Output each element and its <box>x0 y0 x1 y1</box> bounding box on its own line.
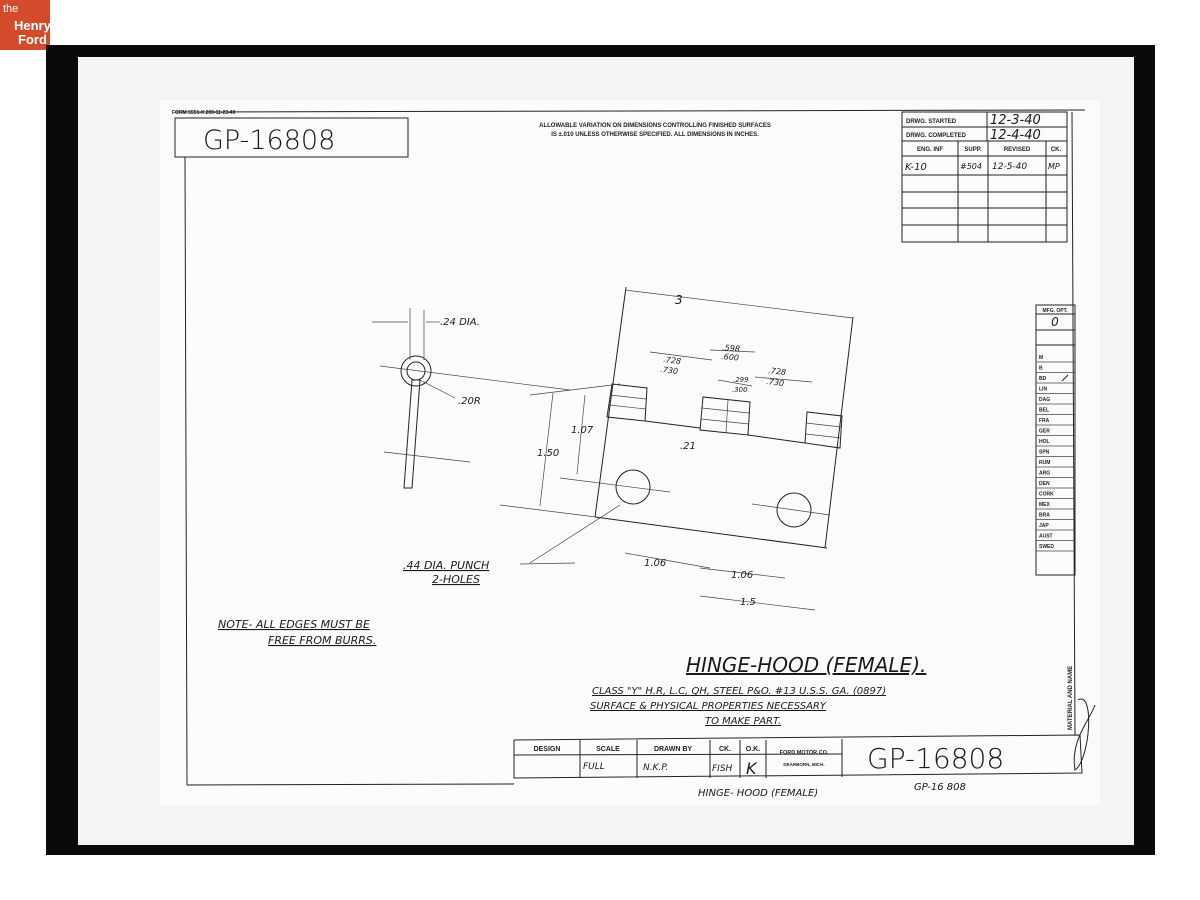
rev-header-ck: CK. <box>1051 147 1062 153</box>
logo-the: the <box>3 3 19 15</box>
logo-henry: Henry <box>14 18 51 33</box>
hole-note-1: .44 DIA. PUNCH <box>403 559 489 572</box>
henry-ford-logo: the Henry Ford <box>0 0 51 50</box>
sheet-background <box>160 100 1100 805</box>
rev-supp: #504 <box>960 162 982 171</box>
dim-radius: .20R <box>458 396 481 407</box>
tb-header-drawn-by: DRAWN BY <box>654 746 692 753</box>
mfg-option-aust: AUST <box>1039 534 1053 540</box>
check-mark-icon <box>1061 374 1069 382</box>
hole-note-2: 2-HOLES <box>432 573 480 586</box>
mfg-option-dag: DAG <box>1039 397 1050 403</box>
dim-right-gap-a: .728 <box>768 366 787 377</box>
dim-center-a: .598 <box>722 343 741 354</box>
title-block <box>513 734 1083 779</box>
mfg-opt-header: MFG. OPT. <box>1043 308 1069 314</box>
tb-header-ck: CK. <box>719 746 731 753</box>
hinge-plate-view <box>499 286 854 611</box>
mfg-option-bel: BEL <box>1039 408 1049 414</box>
drwg-started-label: DRWG. STARTED <box>906 119 957 125</box>
material-line2: SURFACE & PHYSICAL PROPERTIES NECESSARY <box>590 701 827 712</box>
revision-table <box>901 111 1068 243</box>
tb-header-design: DESIGN <box>534 746 561 753</box>
signature <box>1073 698 1096 771</box>
dim-height-1: 1.07 <box>571 425 594 436</box>
dim-notch: .21 <box>680 441 696 452</box>
material-line3: TO MAKE PART. <box>705 716 781 727</box>
material-line1: CLASS "Y" H.R, L.C, QH, STEEL P&O. #13 U… <box>592 686 886 697</box>
tolerance-note-line2: IS ±.010 UNLESS OTHERWISE SPECIFIED. ALL… <box>551 132 759 138</box>
dim-height-2: 1.50 <box>537 448 559 459</box>
dim-offset: 1.5 <box>740 597 756 608</box>
drwg-started-value: 12-3-40 <box>990 113 1041 128</box>
rev-header-supp: SUPP. <box>964 147 982 153</box>
mfg-options-list: MB BD LIN DAG BEL FRA GER HOL SPN RUM ARG DEN CORK ME… <box>1036 355 1075 552</box>
caption-number: GP-16 808 <box>914 782 966 793</box>
mfg-option-swed: SWED <box>1039 544 1054 550</box>
dim-pin-dia: .24 DIA. <box>440 317 480 328</box>
tb-header-ok: O.K. <box>746 746 760 753</box>
mfg-opt-value: 0 <box>1051 315 1059 329</box>
mfg-option-bd: BD <box>1039 376 1047 382</box>
logo-ford: Ford <box>18 32 47 47</box>
mfg-option-spn: SPN <box>1039 450 1050 456</box>
dim-hole-spacing-2: 1.06 <box>731 570 753 581</box>
note-line2: FREE FROM BURRS. <box>268 634 376 647</box>
tb-ok: K <box>746 759 758 778</box>
drwg-completed-value: 12-4-40 <box>990 128 1041 143</box>
dim-left-gap-b: .730 <box>660 365 679 376</box>
mfg-option-hol: HOL <box>1039 439 1050 445</box>
mfg-option-fra: FRA <box>1039 418 1050 424</box>
mfg-option-cork: CORK <box>1039 492 1054 498</box>
tb-drawing-number: GP-16808 <box>867 742 1004 775</box>
dim-right-gap-b: .730 <box>766 377 785 388</box>
mfg-option-den: DEN <box>1039 481 1050 487</box>
tb-scale: FULL <box>583 762 605 772</box>
rev-revised: 12-5-40 <box>992 162 1027 172</box>
dim-center-b: .600 <box>721 352 740 363</box>
dim-left-gap-a: .728 <box>663 355 682 366</box>
tb-city: DEARBORN, MICH. <box>783 762 824 767</box>
side-view <box>372 308 571 489</box>
tb-header-scale: SCALE <box>596 746 620 753</box>
mfg-option-jap: JAP <box>1039 523 1049 529</box>
mfg-options-table <box>1035 304 1076 576</box>
drwg-completed-label: DRWG. COMPLETED <box>906 133 967 139</box>
mfg-option-mex: MEX <box>1039 502 1051 508</box>
material-and-name-label: MATERIAL AND NAME <box>1068 666 1074 730</box>
mfg-option-b: B <box>1039 366 1043 372</box>
dim-overall-length: 3 <box>675 293 683 307</box>
caption-name: HINGE- HOOD (FEMALE) <box>698 788 818 799</box>
rev-eng-inf: K-10 <box>905 162 927 173</box>
drawing-number-top: GP-16808 <box>203 125 335 156</box>
note-line1: NOTE- ALL EDGES MUST BE <box>218 618 370 631</box>
mfg-option-arg: ARG <box>1039 471 1050 477</box>
dim-hole-spacing-1: 1.06 <box>644 558 666 569</box>
mfg-option-m: M <box>1039 355 1043 361</box>
tb-company: FORD MOTOR CO. <box>780 750 829 756</box>
mfg-option-ger: GER <box>1039 429 1050 435</box>
part-name: HINGE-HOOD (FEMALE). <box>686 653 926 677</box>
sheet-border <box>174 109 1086 786</box>
mfg-option-rum: RUM <box>1039 460 1050 466</box>
mfg-option-lin: LIN <box>1039 387 1047 393</box>
tolerance-note-line1: ALLOWABLE VARIATION ON DIMENSIONS CONTRO… <box>539 123 771 129</box>
rev-header-revised: REVISED <box>1004 147 1031 153</box>
mfg-option-bra: BRA <box>1039 513 1050 519</box>
dim-slot-b: .300 <box>732 386 748 394</box>
tb-drawn-by: N.K.P. <box>643 763 668 773</box>
rev-ck: MP <box>1048 162 1060 171</box>
form-number: FORM 5551-X 200-11-23-40 <box>172 110 236 116</box>
rev-header-eng-inf: ENG. INF <box>917 147 943 153</box>
tb-ck: FISH <box>712 764 733 774</box>
dim-slot-a: .299 <box>733 376 749 384</box>
